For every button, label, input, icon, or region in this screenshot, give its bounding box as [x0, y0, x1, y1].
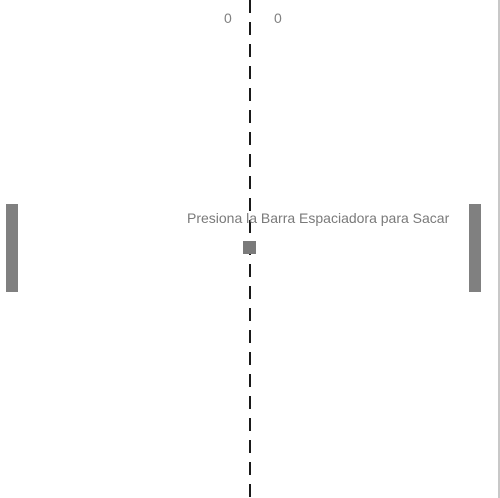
net-segment [249, 264, 251, 277]
net-segment [249, 66, 251, 79]
net-segment [249, 198, 251, 211]
right-paddle [469, 204, 481, 292]
net-segment [249, 132, 251, 145]
serve-prompt-text: Presiona la Barra Espaciadora para Sacar [187, 210, 450, 226]
right-player-score: 0 [274, 10, 282, 26]
net-segment [249, 220, 251, 233]
net-segment [249, 418, 251, 431]
net-segment [249, 374, 251, 387]
net-segment [249, 22, 251, 35]
net-segment [249, 396, 251, 409]
left-player-score: 0 [224, 10, 232, 26]
net-segment [249, 462, 251, 475]
net-segment [249, 352, 251, 365]
net-segment [249, 44, 251, 57]
net-segment [249, 440, 251, 453]
net-segment [249, 154, 251, 167]
net-segment [249, 308, 251, 321]
net-segment [249, 484, 251, 497]
net-segment [249, 330, 251, 343]
net-segment [249, 0, 251, 13]
left-paddle [6, 204, 18, 292]
right-border-line [498, 0, 500, 498]
net-segment [249, 110, 251, 123]
ball [243, 241, 256, 254]
net-segment [249, 176, 251, 189]
net-segment [249, 88, 251, 101]
net-segment [249, 286, 251, 299]
